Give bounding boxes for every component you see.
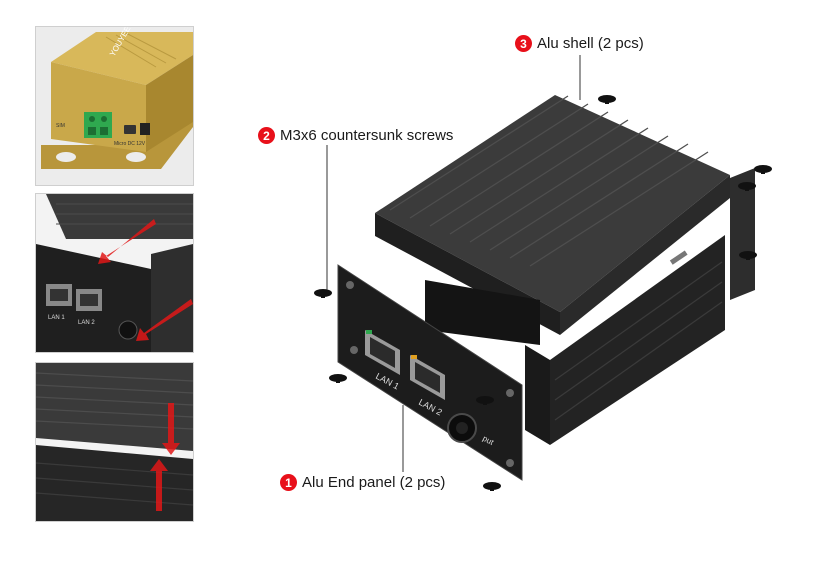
bottom-alu-shell	[525, 235, 725, 445]
arrow-icon	[98, 219, 156, 264]
thumbnail-shell-close[interactable]	[35, 362, 194, 522]
screw-icon	[314, 95, 772, 491]
callout-screws: 2 M3x6 countersunk screws	[258, 127, 453, 144]
callout-label: Alu End panel (2 pcs)	[302, 474, 446, 491]
number-badge: 1	[280, 474, 297, 491]
lan1-label: LAN 1	[48, 315, 65, 321]
number-badge: 3	[515, 35, 532, 52]
shell-close-image	[36, 363, 193, 521]
alu-end-panel: LAN 1 LAN 2 put	[337, 264, 523, 481]
panel-insert-image: LAN 1 LAN 2	[36, 194, 193, 352]
callout-end-panel: 1 Alu End panel (2 pcs)	[280, 474, 445, 491]
sim-label: SIM	[56, 123, 65, 129]
gold-enclosure-image: YOUYEETOO SIM Micro DC 12V	[36, 27, 193, 185]
callout-label: M3x6 countersunk screws	[280, 127, 454, 144]
lan2-label: LAN 2	[78, 320, 95, 326]
number-badge: 2	[258, 127, 275, 144]
arrow-icon	[156, 471, 162, 511]
arrow-icon	[168, 403, 174, 443]
thumbnail-gold-enclosure[interactable]: YOUYEETOO SIM Micro DC 12V	[35, 26, 194, 186]
micro-dc-label: Micro DC 12V	[114, 141, 146, 147]
exploded-view-image: LAN 1 LAN 2 put	[314, 55, 772, 491]
callout-alu-shell: 3 Alu shell (2 pcs)	[515, 35, 644, 52]
thumbnail-panel-insert[interactable]: LAN 1 LAN 2	[35, 193, 194, 353]
callout-label: Alu shell (2 pcs)	[537, 35, 644, 52]
arrow-icon	[136, 299, 193, 341]
